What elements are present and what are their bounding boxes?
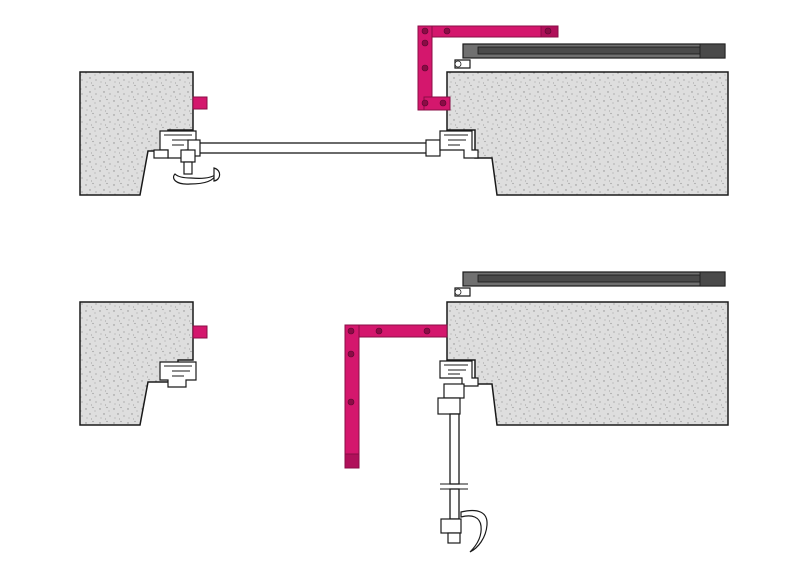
right-wall-section-open (446, 301, 729, 426)
door-leaf-closed (187, 139, 441, 157)
right-frame-profile-open (439, 360, 479, 387)
lever-handle-icon-open (440, 509, 488, 553)
right-frame-profile (439, 130, 479, 159)
lever-handle-icon (172, 149, 221, 185)
closer-arm-open (344, 324, 448, 469)
wall-bracket-left-open (192, 325, 208, 339)
door-leaf-open (437, 383, 468, 520)
open-view (79, 271, 729, 553)
overhead-door-closer-icon (454, 43, 726, 69)
pivot-pin-icon-open (347, 327, 431, 406)
pivot-pin-icon (421, 27, 552, 107)
closed-view (79, 25, 729, 196)
left-frame-profile-open (159, 361, 197, 388)
wall-bracket-left (192, 96, 208, 110)
overhead-door-closer-icon-open (454, 271, 726, 297)
right-wall-section (446, 71, 729, 196)
